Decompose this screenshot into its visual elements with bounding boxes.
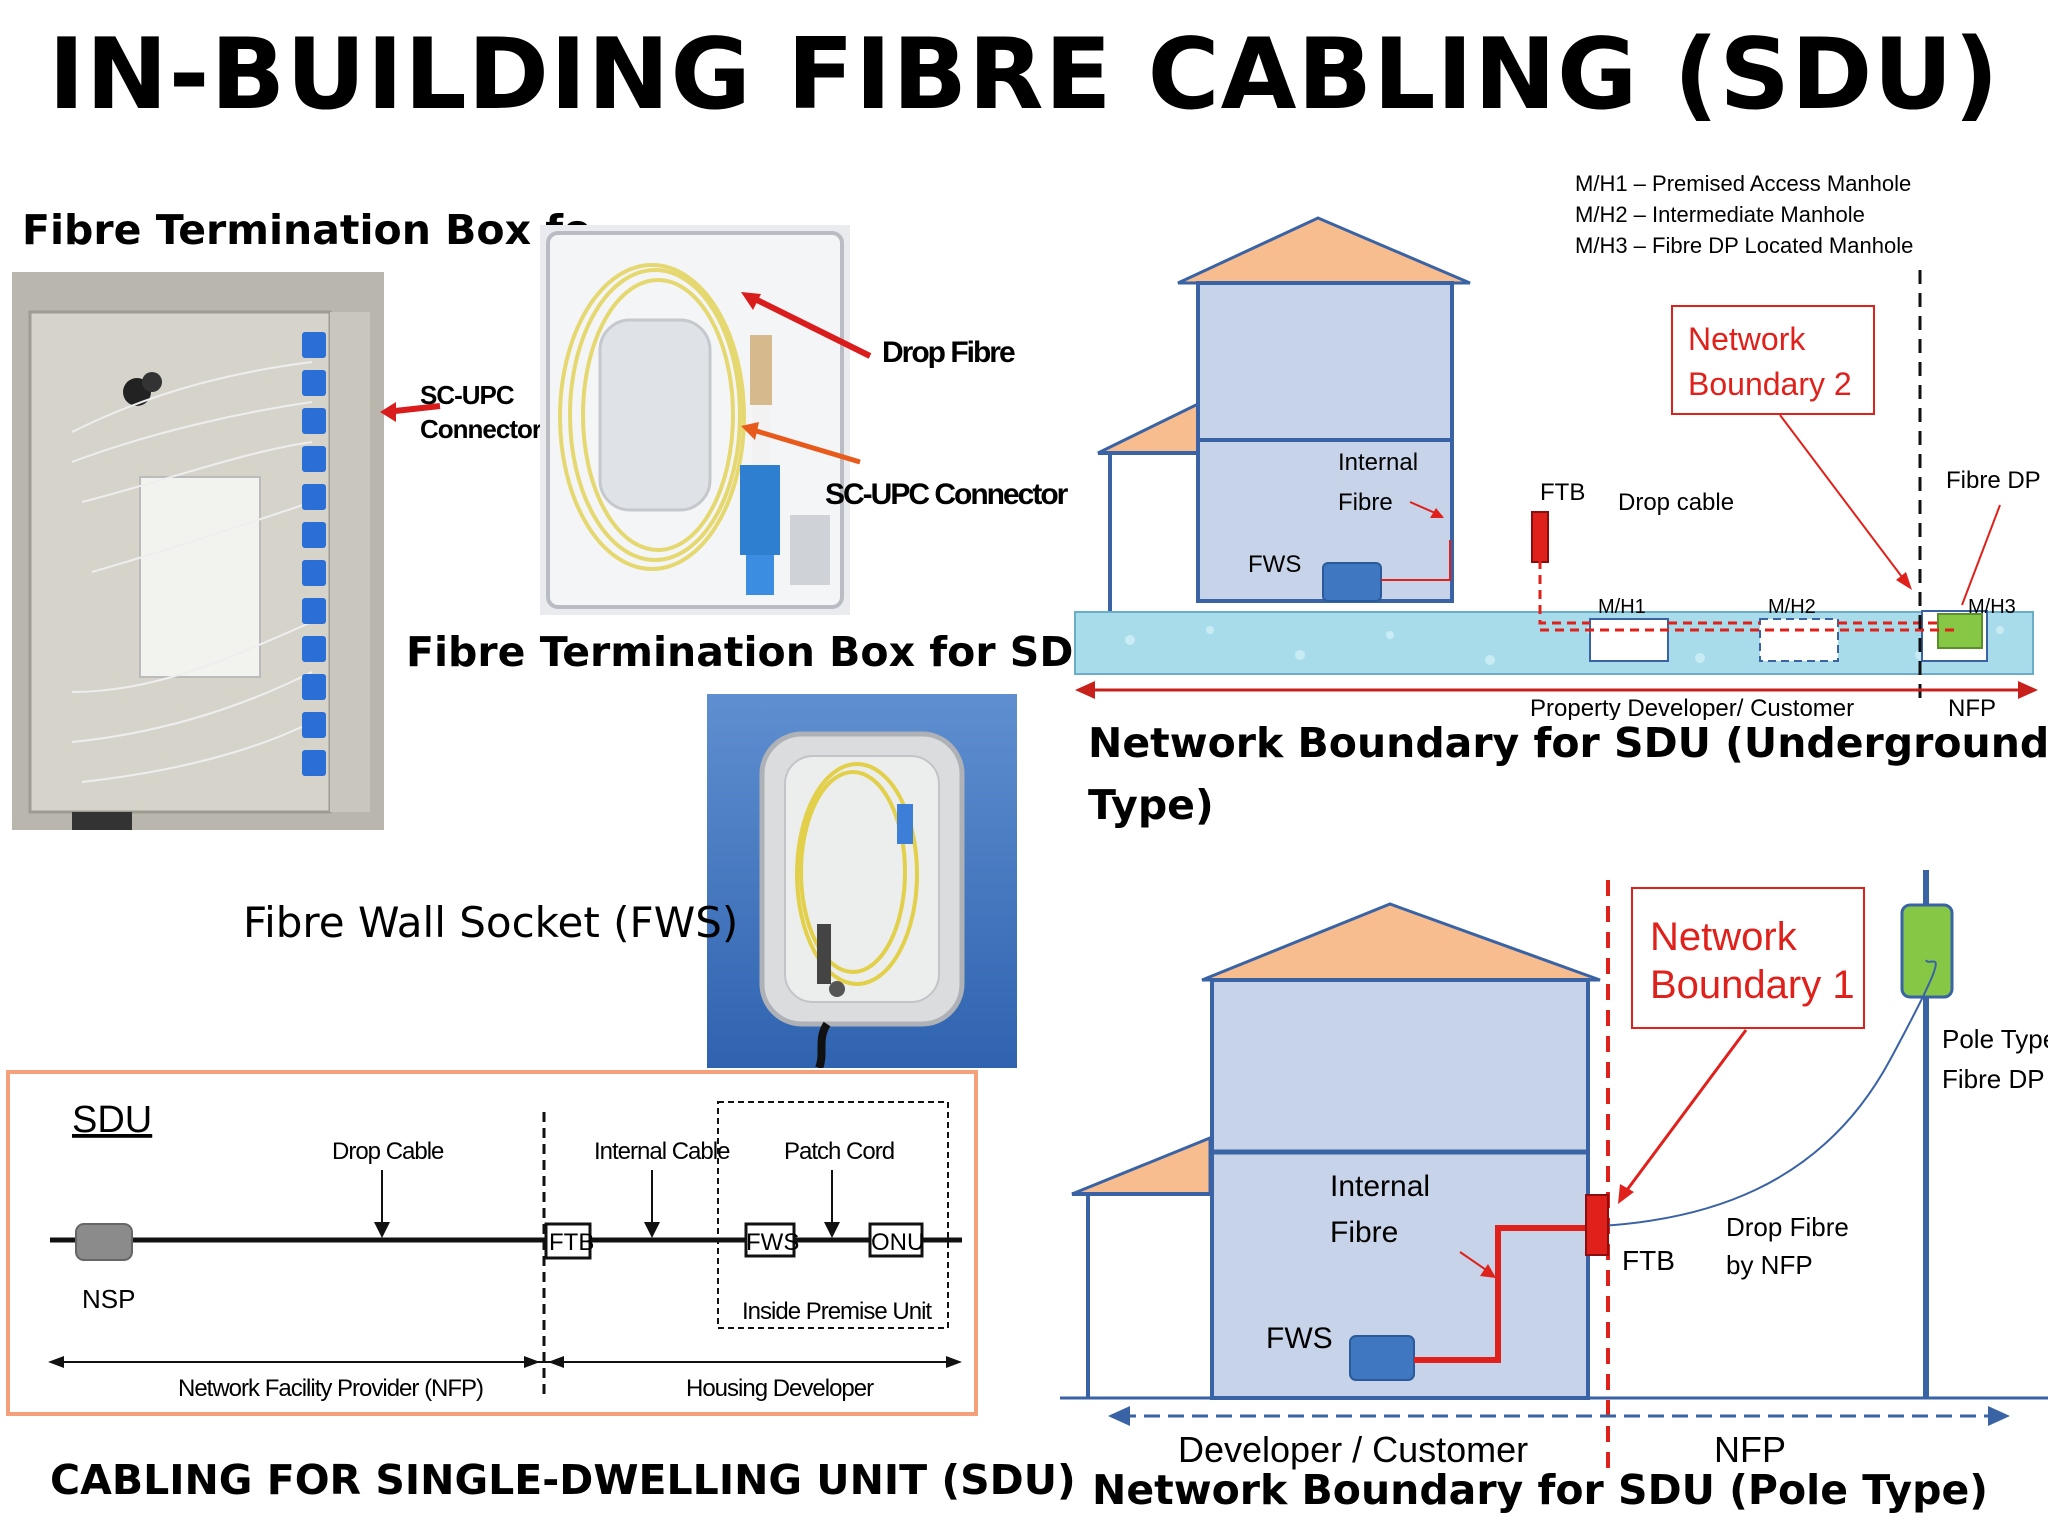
fibre-dp-label: Fibre DP: [1946, 467, 2041, 494]
sdu-cabling-caption: CABLING FOR SINGLE-DWELLING UNIT (SDU): [50, 1456, 1076, 1504]
internal-cable-label: Internal Cable: [594, 1138, 730, 1165]
underground-caption: Network Boundary for SDU (Underground Ty…: [1088, 719, 2048, 829]
mdu-connector-callout: SC-UPC Connector: [420, 380, 542, 444]
nfp-zone-label: NFP: [1714, 1429, 1786, 1470]
inside-premise-label: Inside Premise Unit: [742, 1298, 932, 1325]
pole-type-line2: Fibre DP: [1942, 1064, 2045, 1094]
pole-boundary-diagram: Network Boundary 1 Pole Type Fibre DP In…: [1060, 870, 2048, 1470]
internal-fibre-line1: Internal: [1330, 1170, 1430, 1203]
underground-boundary-diagram: M/H1 – Premised Access Manhole M/H2 – In…: [1074, 171, 2041, 720]
boundary1-line2: Boundary 1: [1650, 963, 1855, 1007]
fws-label: FWS: [1248, 551, 1301, 578]
drop-cable-label: Drop cable: [1618, 489, 1734, 516]
drop-fibre-line2: by NFP: [1726, 1250, 1813, 1280]
mh1-label: M/H1: [1598, 596, 1646, 618]
mh2-label: M/H2: [1768, 596, 1816, 618]
pole-caption: Network Boundary for SDU (Pole Type): [1092, 1466, 1988, 1514]
sdu-photo-caption: Fibre Termination Box for SDU: [406, 628, 1107, 676]
sc-upc-connector-callout: SC-UPC Connector: [825, 478, 1068, 511]
legend-mh1: M/H1 – Premised Access Manhole: [1575, 171, 1911, 196]
fws-label: FWS: [746, 1229, 799, 1256]
internal-fibre-line2: Fibre: [1338, 489, 1393, 516]
fws-photo: [707, 694, 1017, 1068]
housing-developer-label: Housing Developer: [686, 1375, 874, 1402]
mdu-connector-arrow: [380, 402, 441, 422]
mdu-photo-caption: Fibre Termination Box fo: [22, 206, 592, 250]
sdu-cabling-schematic: SDU NSP Drop Cable FTB Internal Cable Pa…: [6, 1070, 978, 1416]
nfp-label: Network Facility Provider (NFP): [178, 1375, 483, 1402]
mh3-label: M/H3: [1968, 596, 2016, 618]
onu-label: ONU: [871, 1229, 924, 1256]
mdu-termination-box-photo: [12, 272, 384, 830]
ftb-label: FTB: [1540, 479, 1585, 506]
nfp-zone-label: NFP: [1948, 695, 1996, 720]
fws-photo-caption: Fibre Wall Socket (FWS): [243, 898, 739, 947]
ftb-label: FTB: [549, 1229, 594, 1256]
boundary1-line1: Network: [1650, 915, 1798, 959]
boundary2-line2: Boundary 2: [1688, 366, 1852, 402]
drop-cable-label: Drop Cable: [332, 1138, 444, 1165]
pole-type-line1: Pole Type: [1942, 1024, 2048, 1054]
drop-fibre-line1: Drop Fibre: [1726, 1212, 1849, 1242]
sdu-photo-arrows: [741, 292, 872, 465]
legend-mh3: M/H3 – Fibre DP Located Manhole: [1575, 233, 1913, 258]
page-title: IN-BUILDING FIBRE CABLING (SDU): [48, 18, 2000, 132]
developer-customer-label: Developer / Customer: [1178, 1429, 1528, 1470]
nsp-label: NSP: [82, 1284, 135, 1314]
patch-cord-label: Patch Cord: [784, 1138, 894, 1165]
internal-fibre-line2: Fibre: [1330, 1216, 1398, 1249]
boundary2-line1: Network: [1688, 321, 1806, 357]
sdu-heading: SDU: [72, 1099, 152, 1141]
ftb-label: FTB: [1622, 1245, 1675, 1276]
legend-mh2: M/H2 – Intermediate Manhole: [1575, 202, 1865, 227]
fws-label: FWS: [1266, 1322, 1333, 1355]
internal-fibre-line1: Internal: [1338, 449, 1418, 476]
sdu-termination-box-photo: [540, 225, 850, 615]
drop-fibre-callout: Drop Fibre: [882, 336, 1016, 369]
property-developer-label: Property Developer/ Customer: [1530, 695, 1854, 720]
